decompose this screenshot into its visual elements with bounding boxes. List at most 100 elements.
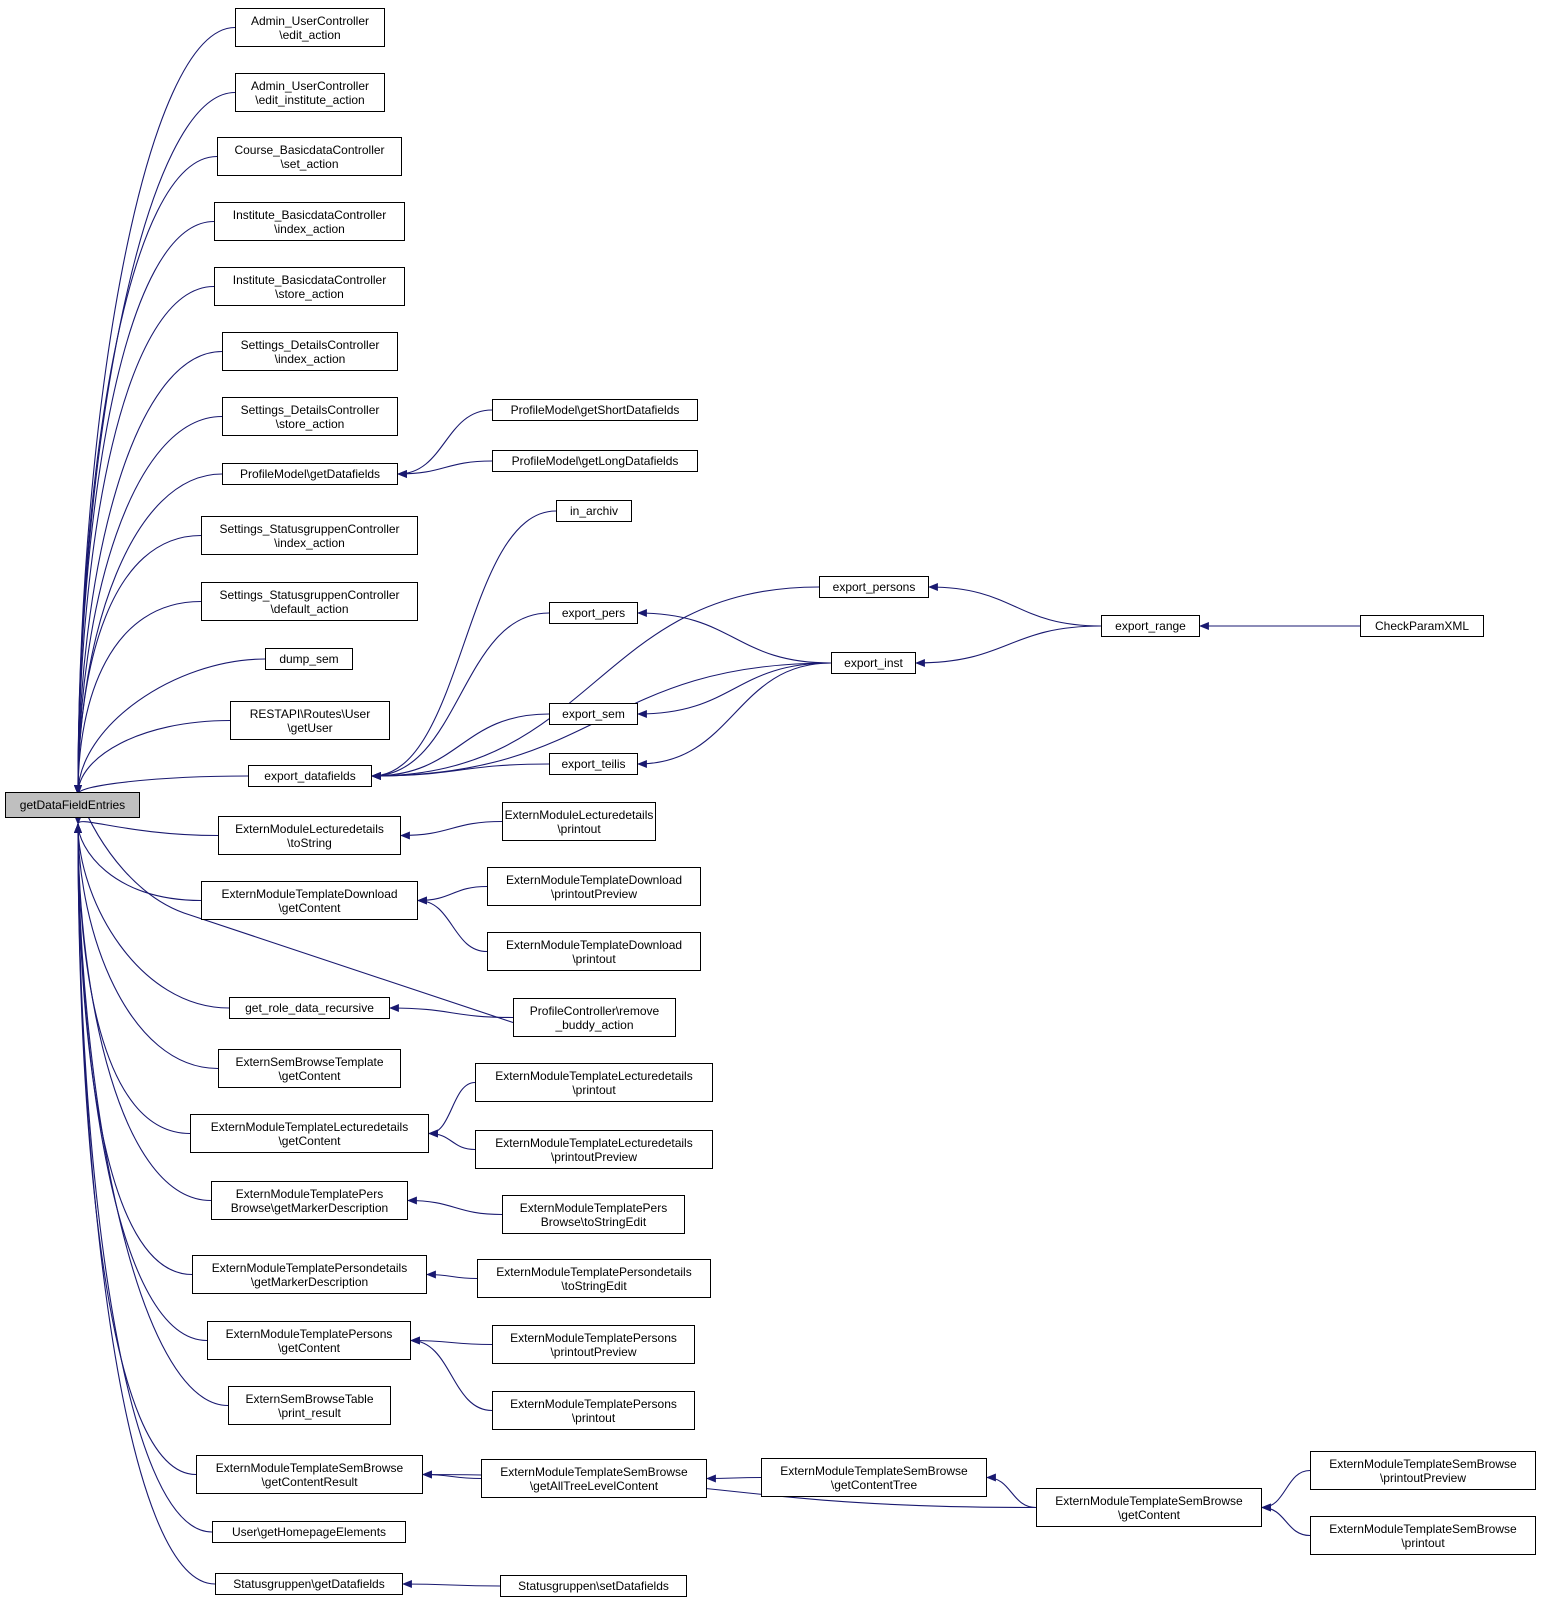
graph-node[interactable]: ExternModuleTemplatePersondetails\toStri… [477,1259,711,1298]
node-label-line: \getContentResult [261,1474,358,1489]
graph-node[interactable]: ExternModuleTemplateLecturedetails\getCo… [190,1114,429,1153]
node-label-line: \printout [572,951,616,966]
node-label-line: export_range [1115,619,1186,633]
call-edge [74,823,212,1202]
node-label-line: ExternModuleTemplatePers [235,1186,384,1201]
node-label-line: \printoutPreview [1379,1470,1467,1485]
graph-node[interactable]: ExternModuleTemplateDownload\getContent [201,881,418,920]
root-node-getdatafieldentries[interactable]: getDataFieldEntries [5,792,140,818]
graph-node[interactable]: export_persons [819,576,929,598]
node-label-line: \toStringEdit [561,1278,627,1293]
graph-node[interactable]: ExternModuleTemplatePersons\getContent [207,1321,411,1360]
graph-node[interactable]: ProfileModel\getShortDatafields [492,399,698,421]
node-label-line: ExternModuleTemplateSemBrowse [1055,1493,1243,1508]
call-edge [74,350,223,795]
graph-node[interactable]: ExternModuleTemplateSemBrowse\getContent… [196,1455,423,1494]
graph-node[interactable]: Statusgruppen\getDatafields [215,1573,403,1595]
graph-node[interactable]: Settings_DetailsController\index_action [222,332,398,371]
graph-node[interactable]: ProfileModel\getLongDatafields [492,450,698,472]
node-label-line: ExternSemBrowseTemplate [235,1054,384,1069]
graph-node[interactable]: Course_BasicdataController\set_action [217,137,402,176]
node-label-line: ExternModuleLecturedetails [504,807,654,822]
graph-node[interactable]: ExternModuleTemplateSemBrowse\printout [1310,1516,1536,1555]
node-label-line: ExternModuleLecturedetails [235,821,384,836]
graph-node[interactable]: ExternModuleTemplateDownload\printout [487,932,701,971]
node-label-line: ExternModuleTemplateDownload [505,937,683,952]
node-label-line: \printout [557,821,601,836]
call-edge [74,823,230,1009]
node-label-line: \getContentTree [830,1477,918,1492]
node-label-line: export_persons [832,580,916,594]
call-edge [74,823,208,1342]
node-label-line: ProfileModel\getShortDatafields [510,403,680,417]
graph-node[interactable]: in_archiv [556,500,632,522]
graph-node[interactable]: ExternSemBrowseTemplate\getContent [218,1049,401,1088]
node-label-line: \getContent [278,900,341,915]
call-edge [410,1336,493,1412]
graph-node[interactable]: ExternModuleLecturedetails\toString [218,816,401,855]
graph-node[interactable]: User\getHomepageElements [212,1521,406,1543]
graph-node[interactable]: RESTAPI\Routes\User\getUser [230,701,390,740]
graph-node[interactable]: ExternModuleLecturedetails\printout [502,802,656,841]
node-label-line: export_pers [561,606,626,620]
node-label-line: ExternModuleTemplateSemBrowse [780,1463,968,1478]
node-label-line: Admin_UserController [250,13,370,28]
graph-node[interactable]: ExternModuleTemplateSemBrowse\getContent [1036,1488,1262,1527]
graph-node[interactable]: Admin_UserController\edit_action [235,8,385,47]
graph-node[interactable]: export_inst [831,652,916,674]
graph-node[interactable]: export_teilis [549,753,638,775]
graph-node[interactable]: CheckParamXML [1360,615,1484,637]
node-label-line: export_inst [844,656,903,670]
node-label-line: \toString [287,835,332,850]
graph-node[interactable]: ExternModuleTemplatePersondetails\getMar… [192,1255,427,1294]
graph-node[interactable]: Admin_UserController\edit_institute_acti… [235,73,385,112]
graph-node[interactable]: ExternModuleTemplateSemBrowse\getContent… [761,1458,987,1497]
graph-node[interactable]: dump_sem [265,648,353,670]
node-label-line: ExternModuleTemplatePersons [225,1326,393,1341]
node-label-line: Settings_DetailsController [240,337,380,352]
node-label-line: ExternModuleTemplateLecturedetails [210,1119,409,1134]
graph-node[interactable]: ExternModuleTemplateSemBrowse\getAllTree… [481,1459,707,1498]
node-label-line: ExternModuleTemplatePersons [510,1330,677,1345]
graph-node[interactable]: ProfileModel\getDatafields [222,463,398,485]
node-label-line: Statusgruppen\getDatafields [233,1577,385,1591]
node-label-line: ExternModuleTemplatePersondetails [211,1260,408,1275]
node-label-line: ExternModuleTemplateDownload [505,872,683,887]
graph-node[interactable]: ExternModuleTemplatePersons\printoutPrev… [492,1325,695,1364]
graph-node[interactable]: Statusgruppen\setDatafields [500,1575,687,1597]
node-label-line: \store_action [275,286,344,301]
node-label-line: \store_action [275,416,345,431]
graph-node[interactable]: Institute_BasicdataController\store_acti… [214,267,405,306]
node-label-line: export_sem [562,707,625,721]
node-label-line: User\getHomepageElements [231,1525,387,1539]
graph-node[interactable]: ExternModuleTemplatePersons\printout [492,1391,695,1430]
graph-node[interactable]: export_range [1101,615,1200,637]
node-label-line: Institute_BasicdataController [232,207,387,222]
node-label-line: ExternModuleTemplatePers [519,1200,668,1215]
graph-node[interactable]: export_sem [549,703,638,725]
graph-node[interactable]: get_role_data_recursive [229,997,390,1019]
call-edge [417,885,488,905]
graph-node[interactable]: Settings_StatusgruppenController\index_a… [201,516,418,555]
graph-node[interactable]: Settings_StatusgruppenController\default… [201,582,418,621]
node-label-line: ExternModuleTemplateSemBrowse [1329,1521,1517,1536]
graph-node[interactable]: export_pers [549,602,638,624]
call-edge [74,823,216,1585]
graph-node[interactable]: ExternModuleTemplateSemBrowse\printoutPr… [1310,1451,1536,1490]
graph-node[interactable]: ProfileController\remove_buddy_action [513,998,676,1037]
graph-node[interactable]: ExternSemBrowseTable\print_result [228,1386,391,1425]
node-label-line: \set_action [280,156,339,171]
graph-node[interactable]: Institute_BasicdataController\index_acti… [214,202,405,241]
call-edge [397,460,493,478]
node-label-line: ExternModuleTemplateLecturedetails [495,1068,693,1083]
graph-node[interactable]: Settings_DetailsController\store_action [222,397,398,436]
graph-node[interactable]: ExternModuleTemplateLecturedetails\print… [475,1130,713,1169]
call-edge [371,586,820,780]
graph-node[interactable]: export_datafields [248,765,372,787]
call-edge [74,823,193,1276]
graph-node[interactable]: ExternModuleTemplateLecturedetails\print… [475,1063,713,1102]
graph-node[interactable]: ExternModuleTemplateDownload\printoutPre… [487,867,701,906]
